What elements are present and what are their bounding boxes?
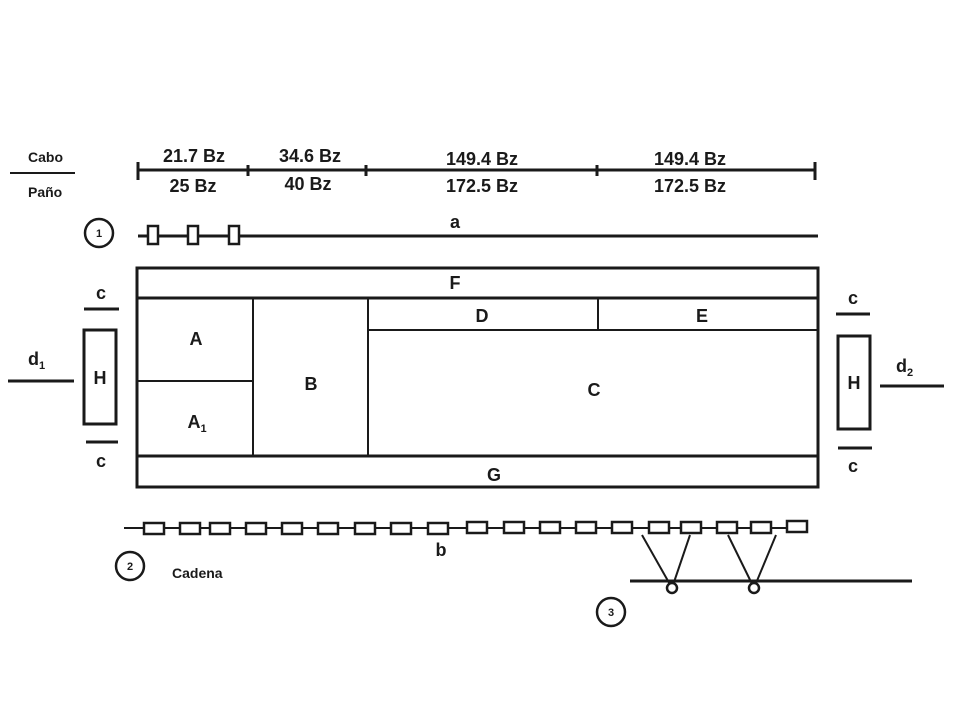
marker-3-label: 3 — [608, 607, 614, 619]
ring-2-right-line — [753, 534, 777, 589]
chain-link — [610, 520, 634, 535]
left-c-bottom-label: c — [96, 451, 106, 471]
chain-links — [142, 519, 809, 536]
chain-link — [715, 520, 739, 535]
ring-2-left-line — [727, 534, 755, 589]
segment-4-cabo: 149.4 Bz — [654, 149, 726, 169]
segment-1-pano: 25 Bz — [169, 176, 216, 196]
right-c-top-label: c — [848, 288, 858, 308]
segment-1-cabo: 21.7 Bz — [163, 146, 225, 166]
ring-1-left-line — [641, 534, 673, 589]
right-h-block — [836, 334, 872, 431]
section-a-label: A — [190, 329, 203, 349]
left-h-block — [82, 328, 118, 426]
section-a1-label: A1 — [187, 412, 206, 435]
ring-2 — [747, 581, 761, 595]
chain-link — [465, 520, 489, 535]
section-d-label: D — [476, 306, 489, 326]
right-h-label: H — [848, 373, 861, 393]
pano-label: Paño — [28, 184, 62, 200]
chain-link — [749, 520, 773, 535]
segment-2-pano: 40 Bz — [284, 174, 331, 194]
chain-link — [178, 521, 202, 536]
d2-label: d2 — [896, 356, 913, 379]
marker-1-circle — [83, 217, 115, 249]
chain-link — [142, 521, 166, 536]
section-e-label: E — [696, 306, 708, 326]
chain-b-label: b — [436, 540, 447, 560]
net-frame — [135, 266, 820, 489]
left-c-top-label: c — [96, 283, 106, 303]
rope-a-label: a — [450, 212, 461, 232]
marker-3-circle — [595, 596, 627, 628]
segment-3-pano: 172.5 Bz — [446, 176, 518, 196]
chain-link — [679, 520, 703, 535]
ring-1-right-line — [671, 534, 691, 589]
chain-link — [426, 521, 450, 536]
segment-4-pano: 172.5 Bz — [654, 176, 726, 196]
section-g-label: G — [487, 465, 501, 485]
right-c-bottom-label: c — [848, 456, 858, 476]
chain-link — [538, 520, 562, 535]
chain-link — [353, 521, 377, 536]
section-b-label: B — [305, 374, 318, 394]
chain-link — [208, 521, 232, 536]
marker-2-label: 2 — [127, 561, 133, 573]
marker-1-label: 1 — [96, 228, 102, 240]
left-h-label: H — [94, 368, 107, 388]
chain-link — [785, 519, 809, 534]
chain-link — [316, 521, 340, 536]
segment-2-cabo: 34.6 Bz — [279, 146, 341, 166]
chain-link — [574, 520, 598, 535]
section-c-label: C — [588, 380, 601, 400]
d1-label: d1 — [28, 349, 45, 372]
cadena-label: Cadena — [172, 565, 223, 581]
float-2 — [186, 224, 200, 246]
chain-link — [389, 521, 413, 536]
marker-2-circle — [114, 550, 146, 582]
float-3 — [227, 224, 241, 246]
section-f-label: F — [450, 273, 461, 293]
ring-1 — [665, 581, 679, 595]
chain-link — [647, 520, 671, 535]
chain-link — [244, 521, 268, 536]
chain-link — [502, 520, 526, 535]
segment-3-cabo: 149.4 Bz — [446, 149, 518, 169]
cabo-label: Cabo — [28, 149, 63, 165]
chain-link — [280, 521, 304, 536]
float-1 — [146, 224, 160, 246]
